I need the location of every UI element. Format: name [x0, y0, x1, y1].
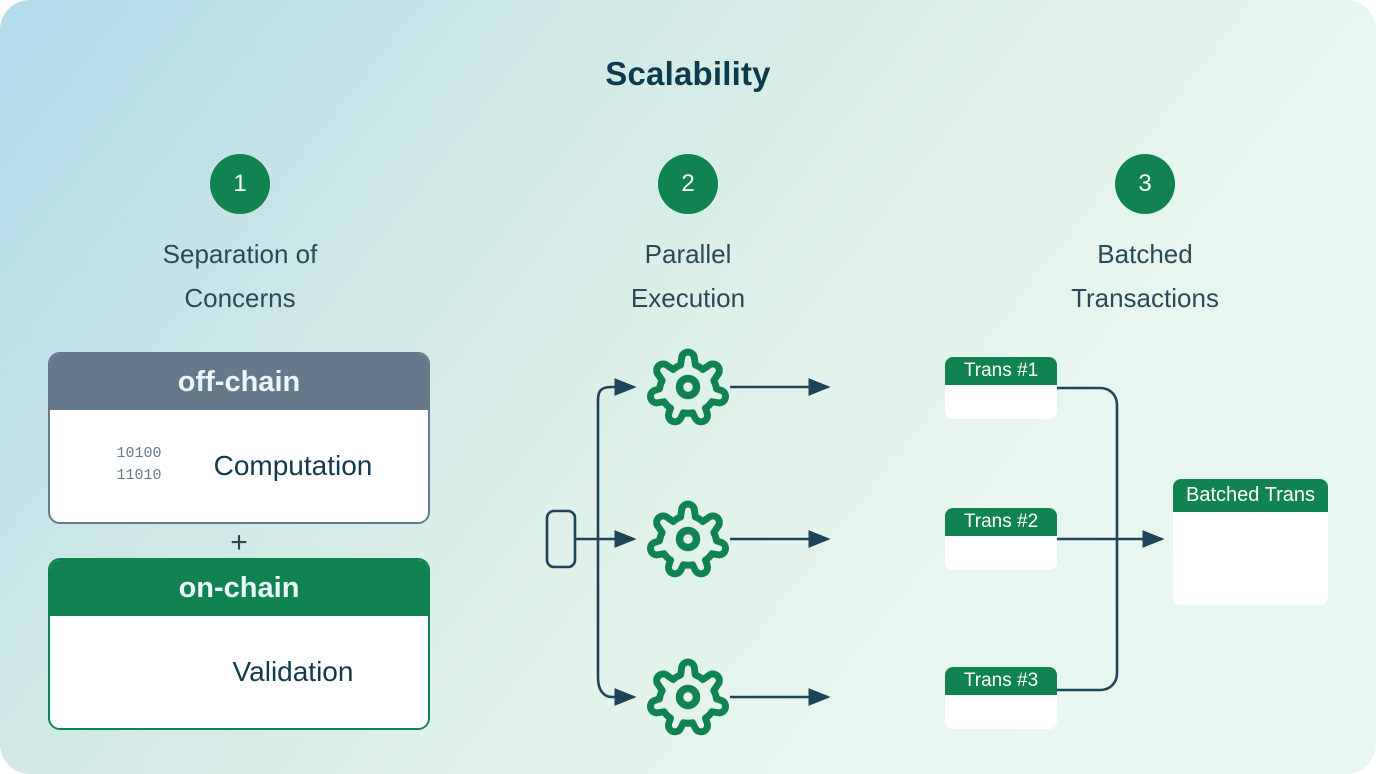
- gear-icon: [647, 348, 729, 426]
- step-label-2: Parallel Execution: [630, 239, 746, 313]
- chip-bits: 10100 11010: [113, 443, 165, 487]
- step-badge-1: 1: [210, 154, 270, 214]
- input-node-box: [545, 509, 577, 569]
- trans-card-1[interactable]: Trans #1: [945, 357, 1057, 419]
- trans-card-3[interactable]: Trans #3: [945, 667, 1057, 729]
- onchain-item-label: Validation: [232, 656, 354, 687]
- merge-connectors: [1057, 386, 1165, 692]
- branch-top: [596, 378, 637, 401]
- step-label-3: Batched Transactions: [1071, 239, 1219, 313]
- chip-bits-top: 10100: [116, 445, 162, 462]
- batched-trans-card[interactable]: Batched Trans: [1173, 479, 1328, 605]
- step-header-3: 3 Batched Transactions: [995, 154, 1295, 320]
- batched-trans-card-header: Batched Trans: [1173, 479, 1328, 512]
- step-label-1: Separation of Concerns: [162, 239, 318, 313]
- step-badge-2: 2: [658, 154, 718, 214]
- trans-card-1-header: Trans #1: [945, 357, 1057, 385]
- onchain-card[interactable]: on-chain Validation: [48, 558, 430, 730]
- stack-separator: +: [230, 526, 248, 559]
- step-header-1: 1 Separation of Concerns: [90, 154, 390, 320]
- gear-icon: [647, 500, 729, 578]
- trans-card-3-header: Trans #3: [945, 667, 1057, 695]
- offchain-card-body: Computation: [50, 410, 428, 522]
- onchain-card-header: on-chain: [50, 560, 428, 616]
- step-badge-3: 3: [1115, 154, 1175, 214]
- branch-connectors: [545, 378, 831, 706]
- page-title: Scalability: [605, 55, 771, 92]
- merge-bracket: [1057, 386, 1119, 692]
- step-header-2: 2 Parallel Execution: [538, 154, 838, 320]
- trans-card-2[interactable]: Trans #2: [945, 508, 1057, 570]
- gear-icon: [647, 658, 729, 736]
- trans-card-2-header: Trans #2: [945, 508, 1057, 536]
- chip-bits-bottom: 11010: [116, 467, 162, 484]
- gear-icon-group: [647, 348, 729, 736]
- offchain-card[interactable]: off-chain Computation: [48, 352, 430, 524]
- offchain-item-label: Computation: [213, 450, 373, 481]
- onchain-card-body: Validation: [50, 616, 428, 728]
- branch-bottom: [596, 677, 637, 706]
- offchain-card-header: off-chain: [50, 354, 428, 410]
